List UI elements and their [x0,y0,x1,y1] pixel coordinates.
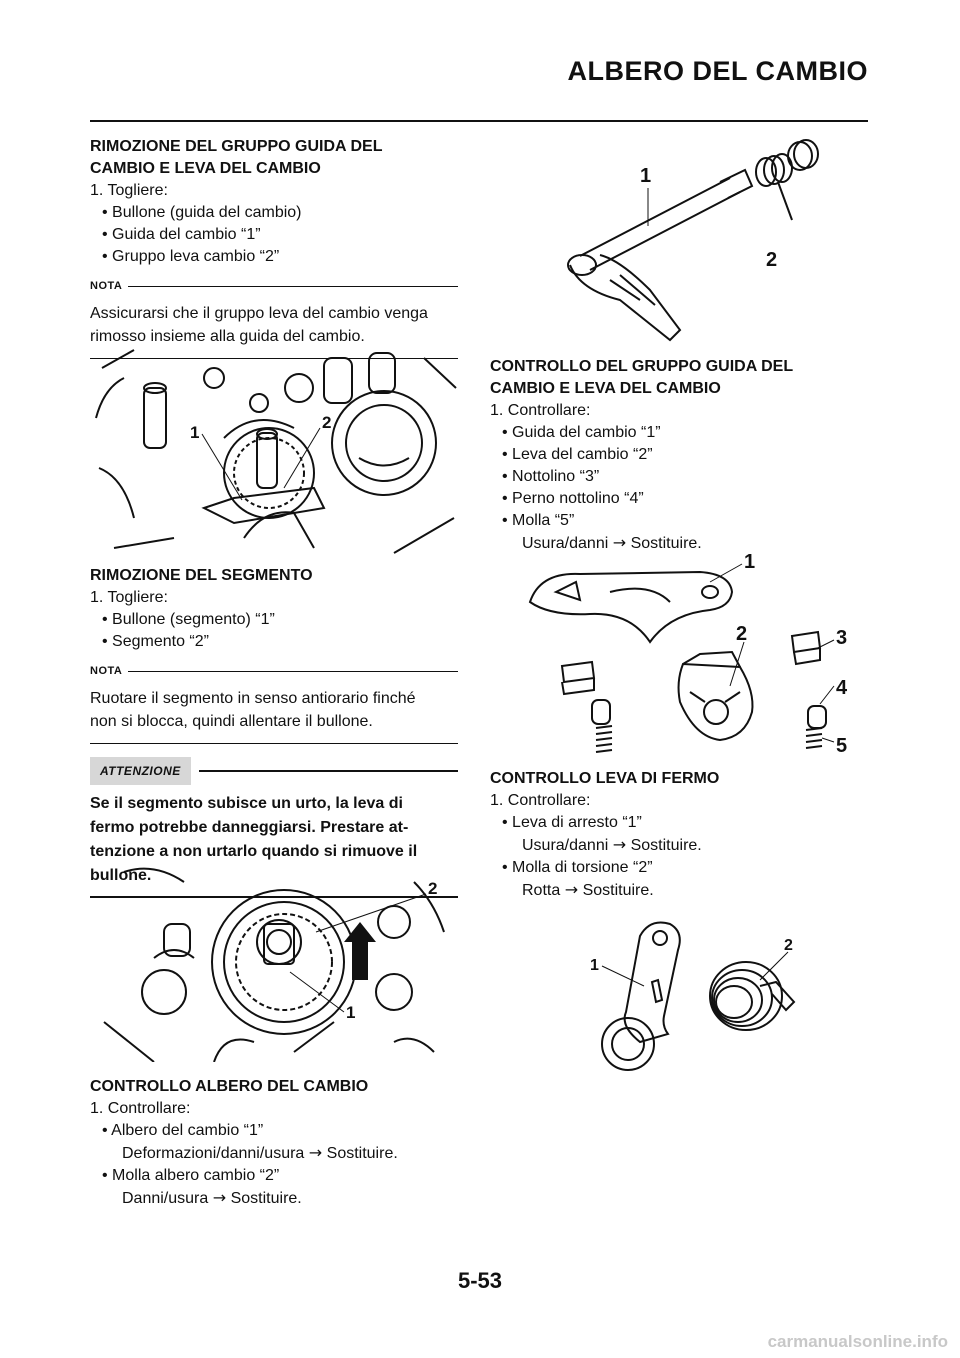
attention-text: fermo potrebbe danneggiarsi. Prestare at… [90,819,409,836]
section-heading: CONTROLLO DEL GRUPPO GUIDA DEL [490,358,794,375]
attention-end-rule [90,896,458,898]
arrow-icon: → [564,880,579,899]
section-heading: CAMBIO E LEVA DEL CAMBIO [490,380,721,397]
callout-1: 1 [640,165,651,187]
list-item: • Leva del cambio “2” [502,446,653,463]
figure-shift-guide-removal: 1 2 [94,348,460,558]
callout-1: 1 [346,1003,355,1022]
page-number: 5-53 [457,1268,503,1293]
criteria-line: Danni/usura → Sostituire. [122,1188,302,1207]
criteria-line: Deformazioni/danni/usura → Sostituire. [122,1143,398,1162]
criteria-line: Rotta → Sostituire. [522,880,654,899]
left-column-shaft-check: CONTROLLO ALBERO DEL CAMBIO 1. Controlla… [90,1076,458,1210]
callout-2: 2 [766,249,777,271]
nota-label: NOTA [90,665,123,677]
attention-text: tenzione a non urtarlo quando si rimuove… [90,843,418,860]
attention-header: ATTENZIONE [90,757,458,785]
figure-segment-removal: 2 1 [94,862,460,1062]
list-item: • Guida del cambio “1” [502,424,661,441]
figure-stopper-lever: 1 2 [580,916,820,1096]
right-column-guide-check: CONTROLLO DEL GRUPPO GUIDA DEL CAMBIO E … [490,356,858,555]
figure-shift-shaft: 1 2 [560,130,820,346]
list-item: • Molla di torsione “2” [502,859,653,876]
callout-2: 2 [428,879,437,898]
section-heading: RIMOZIONE DEL GRUPPO GUIDA DEL [90,138,383,155]
attention-text: Se il segmento subisce un urto, la leva … [90,795,403,812]
left-column: RIMOZIONE DEL GRUPPO GUIDA DEL CAMBIO E … [90,136,458,359]
list-item: • Albero del cambio “1” [102,1122,264,1139]
nota-end-rule [90,743,458,744]
arrow-icon: → [212,1188,227,1207]
arrow-icon: → [612,533,627,552]
title-rule [90,120,868,122]
list-item: • Guida del cambio “1” [102,226,261,243]
callout-2: 2 [784,937,793,954]
step-text: 1. Togliere: [90,182,168,199]
page-title: ALBERO DEL CAMBIO [567,56,868,86]
nota-text: rimosso insieme alla guida del cambio. [90,328,365,345]
step-text: 1. Controllare: [90,1100,191,1117]
nota-text: non si blocca, quindi allentare il bullo… [90,713,373,730]
figure-stopper-lever-drawing: 1 2 [590,921,796,1071]
left-column-segment: RIMOZIONE DEL SEGMENTO 1. Togliere: • Bu… [90,565,458,898]
figure-guide-pawls: 1 2 3 4 5 [500,552,866,764]
arrow-icon: → [308,1143,323,1162]
criteria-line: Usura/danni → Sostituire. [522,533,702,552]
nota-text: Ruotare il segmento in senso antiorario … [90,690,416,707]
attention-label: ATTENZIONE [90,757,191,785]
callout-2: 2 [736,623,747,645]
figure-shift-shaft-drawing: 1 2 [567,139,819,342]
criteria-line: Usura/danni → Sostituire. [522,835,702,854]
section-heading: CONTROLLO ALBERO DEL CAMBIO [90,1078,369,1095]
nota-rule [128,670,458,672]
nota-header: NOTA [90,276,458,296]
callout-4: 4 [836,677,848,699]
attention-text: bullone. [90,867,152,884]
list-item: • Perno nottolino “4” [502,490,644,507]
arrow-icon: → [612,835,627,854]
figure-segment-removal-drawing: 2 1 [103,867,445,1062]
nota-end-rule [90,358,458,359]
nota-header: NOTA [90,661,458,681]
list-item: • Segmento “2” [102,633,209,650]
figure-guide-pawls-drawing: 1 2 3 4 5 [528,552,848,757]
list-item: • Bullone (guida del cambio) [102,204,302,221]
callout-3: 3 [836,627,847,649]
nota-label: NOTA [90,280,123,292]
list-item: • Bullone (segmento) “1” [102,611,275,628]
figure-shift-guide-removal-drawing: 1 2 [95,349,457,554]
callout-1: 1 [190,423,199,442]
section-heading: CAMBIO E LEVA DEL CAMBIO [90,160,321,177]
callout-1: 1 [590,957,599,974]
list-item: • Gruppo leva cambio “2” [102,248,280,265]
callout-5: 5 [836,735,847,757]
callout-1: 1 [744,552,755,573]
list-item: • Nottolino “3” [502,468,600,485]
watermark: carmanualsonline.info [767,1332,948,1351]
section-heading: CONTROLLO LEVA DI FERMO [490,770,720,787]
step-text: 1. Togliere: [90,589,168,606]
section-heading: RIMOZIONE DEL SEGMENTO [90,567,313,584]
list-item: • Molla albero cambio “2” [102,1167,280,1184]
callout-2: 2 [322,413,331,432]
nota-rule [128,285,458,287]
list-item: • Molla “5” [502,512,575,529]
attention-rule [198,770,458,772]
right-column-stopper-check: CONTROLLO LEVA DI FERMO 1. Controllare: … [490,768,858,902]
step-text: 1. Controllare: [490,792,591,809]
nota-text: Assicurarsi che il gruppo leva del cambi… [90,305,428,322]
step-text: 1. Controllare: [490,402,591,419]
list-item: • Leva di arresto “1” [502,814,642,831]
